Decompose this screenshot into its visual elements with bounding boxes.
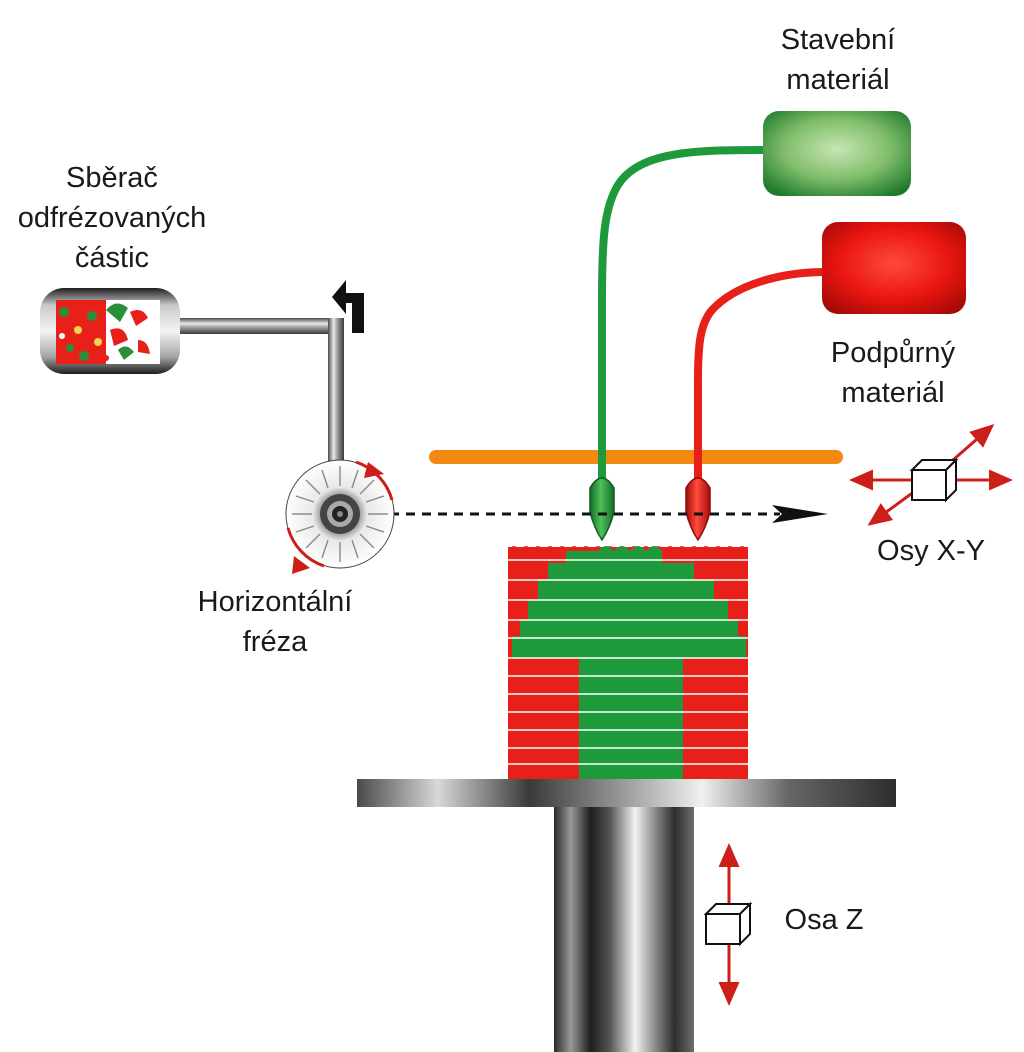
xy-axes-label-text: Osy X-Y bbox=[877, 535, 985, 567]
return-arrow-icon bbox=[332, 280, 364, 333]
support-material-label-line-1: Podpůrný bbox=[830, 337, 956, 369]
support-material-label: Podpůrný materiál bbox=[808, 333, 978, 413]
xy-axes-label: Osy X-Y bbox=[858, 531, 1004, 571]
piston-icon bbox=[554, 800, 694, 1052]
travel-arrow-icon bbox=[390, 505, 828, 523]
collector-label-line-3: částic bbox=[74, 242, 150, 274]
xy-axis-icon bbox=[849, 424, 1013, 526]
support-reservoir-icon bbox=[822, 222, 966, 314]
cutter-label-line-2: fréza bbox=[242, 626, 308, 658]
collector-label: Sběrač odfrézovaných částic bbox=[4, 158, 220, 278]
collector-pipe-vertical bbox=[328, 318, 344, 464]
support-material-label-line-2: materiál bbox=[841, 377, 945, 409]
build-material-label: Stavební materiál bbox=[748, 20, 928, 100]
build-material-label-line-2: materiál bbox=[786, 64, 890, 96]
support-tube bbox=[694, 268, 827, 478]
cutter-label: Horizontální fréza bbox=[170, 582, 380, 662]
collector-pipe-horizontal bbox=[174, 318, 344, 334]
cutter-label-line-1: Horizontální bbox=[197, 586, 353, 618]
build-reservoir-icon bbox=[763, 111, 911, 196]
support-nozzle-icon bbox=[685, 477, 711, 542]
build-material-label-line-1: Stavební bbox=[780, 24, 896, 56]
build-tube bbox=[598, 146, 769, 478]
build-nozzle-icon bbox=[589, 477, 615, 542]
collector-icon bbox=[40, 288, 180, 374]
z-axis-icon bbox=[703, 843, 753, 1006]
z-axis-label-text: Osa Z bbox=[784, 904, 864, 936]
collector-label-line-1: Sběrač bbox=[66, 162, 158, 194]
z-axis-label: Osa Z bbox=[772, 900, 876, 940]
printed-part bbox=[508, 546, 748, 779]
cutter-icon bbox=[285, 459, 395, 574]
platform-icon bbox=[357, 779, 896, 807]
collector-label-line-2: odfrézovaných bbox=[17, 202, 207, 234]
